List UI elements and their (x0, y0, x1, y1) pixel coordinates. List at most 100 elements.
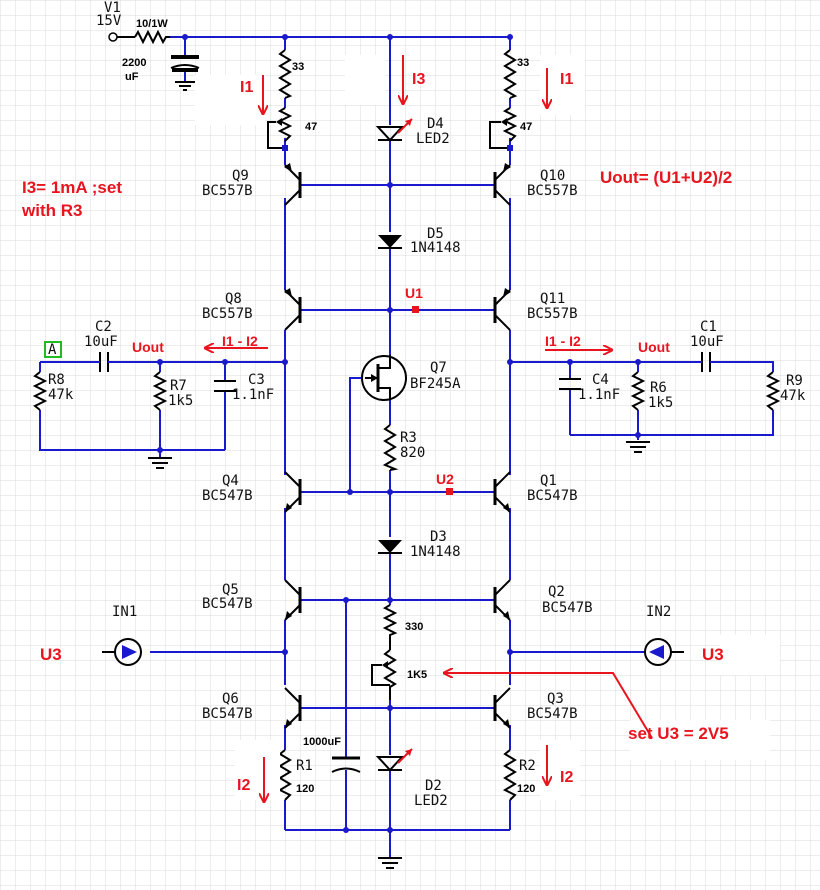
svg-text:IN2: IN2 (646, 604, 671, 620)
svg-text:1.1nF: 1.1nF (578, 387, 620, 403)
svg-text:BC557B: BC557B (202, 183, 253, 199)
svg-text:Q1: Q1 (540, 473, 557, 489)
transistor-q4: Q4 BC547B (202, 471, 302, 513)
svg-text:47: 47 (305, 121, 317, 133)
svg-text:1N4148: 1N4148 (410, 544, 461, 560)
svg-text:Q5: Q5 (222, 582, 239, 598)
svg-text:10uF: 10uF (84, 334, 118, 350)
led-d2: D2 LED2 (375, 748, 448, 809)
transistor-q8: Q8 BC557B (202, 288, 302, 331)
svg-text:D3: D3 (430, 529, 447, 545)
annot-uout-left: Uout (132, 339, 164, 355)
annot-u2: U2 (436, 471, 454, 487)
diode-d3: D3 1N4148 (378, 529, 461, 560)
svg-text:1k5: 1k5 (168, 393, 193, 409)
capacitor-c3: C3 1.1nF (214, 372, 274, 403)
resistor-r9: R9 47k (765, 371, 806, 411)
capacitor-c4: C4 1.1nF (559, 372, 620, 403)
pot-1k5: 1K5 (371, 649, 427, 700)
svg-text:Q3: Q3 (547, 691, 564, 707)
supply-source: V1 15V 10/1W 2200 uF (96, 0, 200, 91)
svg-text:33: 33 (517, 57, 529, 69)
pot-47-right: 47 (489, 107, 532, 151)
svg-text:D4: D4 (427, 116, 444, 132)
svg-text:BC547B: BC547B (542, 600, 593, 616)
svg-text:Q10: Q10 (540, 168, 565, 184)
supply-voltage: 15V (96, 13, 122, 29)
pot-47-left: 47 (267, 107, 317, 151)
svg-text:C1: C1 (700, 319, 717, 335)
resistor-r6: R6 1k5 (630, 371, 673, 411)
svg-text:BC547B: BC547B (527, 488, 578, 504)
supply-cap-unit: uF (125, 71, 139, 83)
svg-text:A: A (48, 342, 57, 358)
resistor-r2: R2 120 (502, 749, 536, 801)
svg-text:1000uF: 1000uF (303, 736, 341, 748)
svg-text:Q11: Q11 (540, 291, 565, 307)
annot-i3-set-1: I3= 1mA ;set (22, 178, 122, 197)
wiring (39, 36, 774, 858)
transistor-q2: Q2 BC547B (493, 579, 593, 621)
annot-uout-formula: Uout= (U1+U2)/2 (600, 168, 732, 187)
annot-i1-right: I1 (560, 71, 573, 88)
svg-text:D2: D2 (425, 778, 442, 794)
transistor-q3: Q3 BC547B (493, 687, 578, 729)
annotations: I1 I3 I1 I3= 1mA ;set with R3 Uout= (U1+… (21, 55, 732, 801)
annot-i2-left: I2 (237, 777, 250, 794)
resistor-r1: R1 120 (277, 749, 314, 801)
svg-text:Q2: Q2 (548, 584, 565, 600)
annot-i1-left: I1 (240, 79, 253, 96)
jfet-q7: Q7 BF245A (361, 355, 461, 401)
svg-text:BC557B: BC557B (527, 306, 578, 322)
svg-text:47k: 47k (780, 388, 806, 404)
transistor-q1: Q1 BC547B (493, 471, 578, 513)
supply-series-resistor: 10/1W (136, 18, 168, 30)
svg-text:BC557B: BC557B (202, 306, 253, 322)
annot-u3-right: U3 (702, 645, 724, 664)
junction-dots (157, 34, 641, 833)
led-d4: D4 LED2 (375, 116, 450, 147)
transistor-q11: Q11 BC557B (493, 288, 578, 331)
svg-text:33: 33 (292, 61, 304, 73)
supply-name: V1 (104, 0, 121, 16)
resistor-330: 330 (382, 604, 423, 650)
svg-text:LED2: LED2 (416, 131, 450, 147)
resistor-r8: R8 47k (32, 371, 74, 411)
svg-text:47k: 47k (48, 387, 74, 403)
capacitor-c2: C2 10uF (84, 319, 118, 372)
svg-text:BC547B: BC547B (202, 596, 253, 612)
supply-cap-value: 2200 (122, 57, 146, 69)
svg-text:47: 47 (520, 121, 532, 133)
svg-text:R9: R9 (786, 373, 803, 389)
svg-text:BF245A: BF245A (410, 376, 461, 392)
input-in2[interactable]: IN2 (644, 604, 684, 666)
annot-i1-i2-left: I1 - I2 (222, 333, 258, 349)
svg-text:R1: R1 (296, 758, 313, 774)
svg-text:820: 820 (400, 445, 425, 461)
probe-a[interactable]: A (44, 341, 62, 358)
transistor-q5: Q5 BC547B (202, 579, 302, 621)
svg-text:IN1: IN1 (112, 604, 137, 620)
svg-text:BC547B: BC547B (202, 488, 253, 504)
transistor-q6: Q6 BC547B (202, 687, 302, 729)
svg-text:1.1nF: 1.1nF (232, 387, 274, 403)
svg-text:LED2: LED2 (414, 793, 448, 809)
annot-u1: U1 (405, 285, 423, 301)
svg-text:R6: R6 (650, 380, 667, 396)
annot-i1-i2-right: I1 - I2 (545, 333, 581, 349)
svg-text:120: 120 (296, 783, 314, 795)
svg-text:R8: R8 (48, 372, 65, 388)
annot-u3-left: U3 (40, 645, 62, 664)
annot-i2-right: I2 (560, 769, 573, 786)
ground-left (148, 457, 172, 469)
capacitor-c1: C1 10uF (690, 319, 724, 372)
svg-text:1N4148: 1N4148 (410, 240, 461, 256)
svg-text:R7: R7 (170, 378, 187, 394)
svg-text:C2: C2 (95, 319, 112, 335)
input-in1[interactable]: IN1 (102, 604, 142, 666)
annot-i3: I3 (412, 71, 425, 88)
svg-text:BC557B: BC557B (527, 183, 578, 199)
svg-text:Q7: Q7 (430, 360, 447, 376)
svg-text:Q8: Q8 (225, 291, 242, 307)
